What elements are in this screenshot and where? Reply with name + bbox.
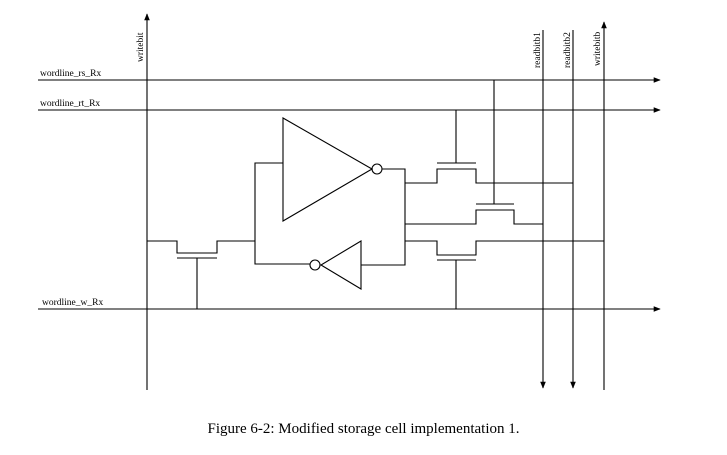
- read-transistor-middle: [405, 80, 543, 225]
- wordline-rs-label: wordline_rs_Rx: [40, 69, 101, 79]
- read-transistor-upper: [405, 110, 573, 184]
- wordline-w-label: wordline_w_Rx: [42, 298, 103, 308]
- figure-caption: Figure 6-2: Modified storage cell implem…: [207, 421, 520, 437]
- readbitb1-label: readbitb1: [533, 32, 543, 68]
- large-inverter: [282, 117, 383, 222]
- write-access-transistor: [147, 240, 255, 309]
- writebitb-label: writebitb: [593, 31, 603, 66]
- writebit-label: writebit: [136, 32, 146, 62]
- storage-node-left: [254, 162, 310, 265]
- feedback-inverter: [309, 168, 406, 290]
- write-transistor-right: [405, 240, 604, 309]
- storage-cell-schematic: wordline_rs_Rx wordline_rt_Rx wordline_w…: [38, 13, 661, 390]
- wordline-rt-label: wordline_rt_Rx: [40, 99, 100, 109]
- readbitb2-label: readbitb2: [563, 32, 573, 68]
